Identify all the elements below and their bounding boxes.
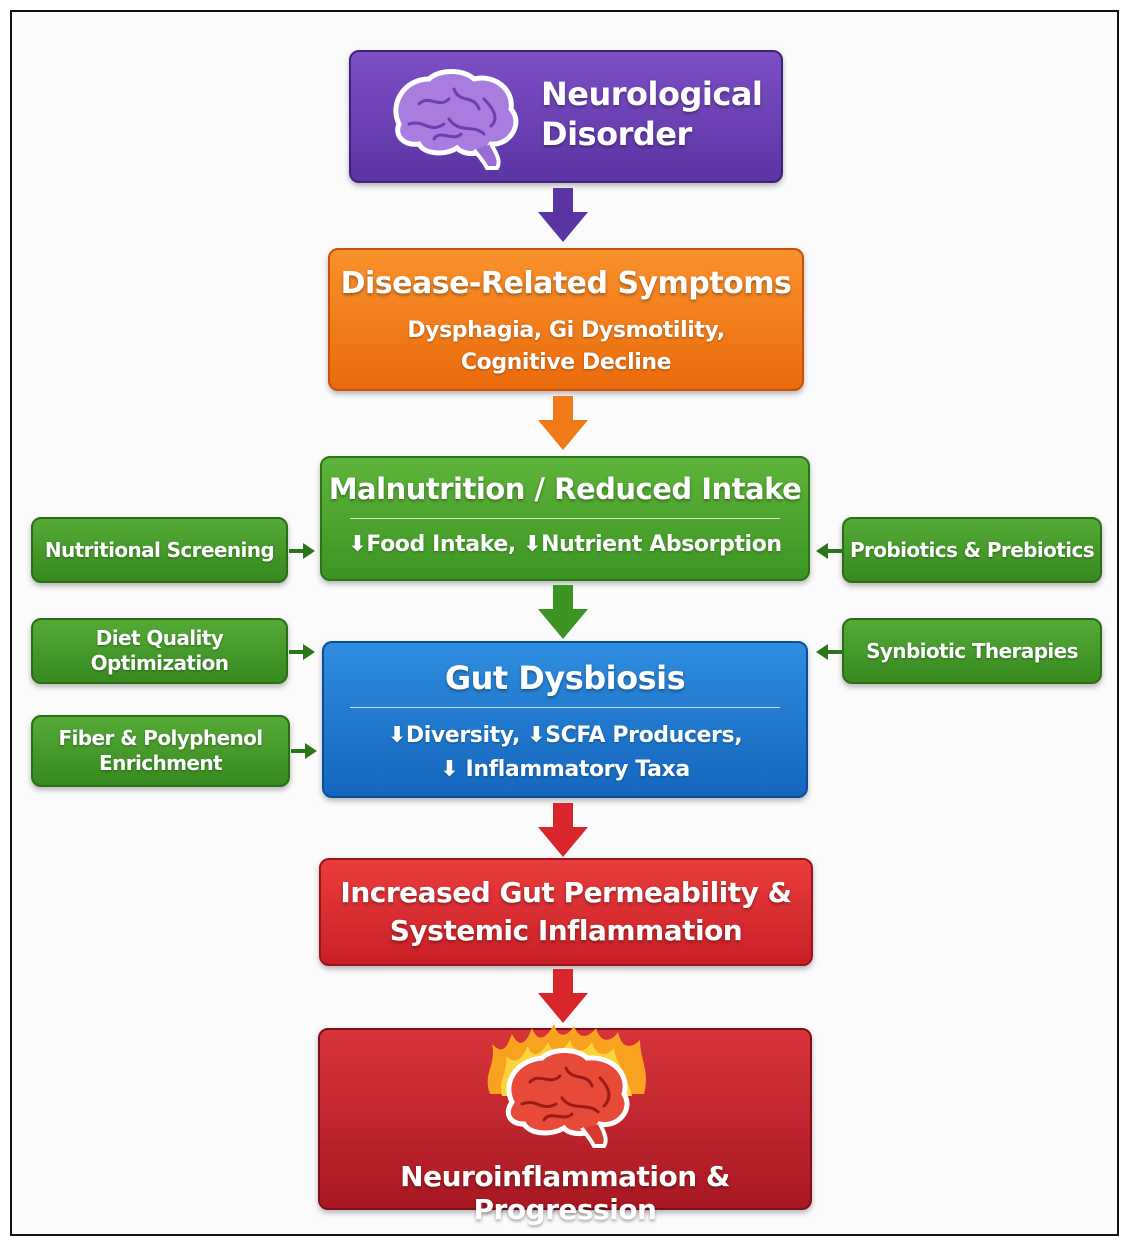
symptoms-detail-line2: Cognitive Decline [460, 350, 672, 375]
permeability-title-line2: Systemic Inflammation [389, 914, 743, 947]
intervention-label: Probiotics & Prebiotics [849, 537, 1095, 562]
arrow-down-5 [538, 969, 588, 1023]
node-disease-symptoms: Disease-Related Symptoms Dysphagia, Gi D… [328, 248, 804, 391]
intervention-label: Diet Quality Optimization [90, 626, 229, 675]
neurological-title-line2: Disorder [541, 115, 692, 153]
permeability-title-line1: Increased Gut Permeability & [340, 876, 792, 909]
node-gut-dysbiosis: Gut Dysbiosis ⬇Diversity, ⬇SCFA Producer… [322, 641, 808, 798]
arrow-right-3 [291, 743, 317, 759]
arrow-down-2 [538, 396, 588, 450]
dysbiosis-detail-line2: ⬇ Inflammatory Taxa [440, 757, 690, 782]
node-neuroinflammation: Neuroinflammation & Progression [318, 1024, 812, 1226]
intervention-synbiotic-therapies: Synbiotic Therapies [842, 618, 1102, 684]
arrow-down-1 [538, 188, 588, 242]
neurological-title-line1: Neurological [541, 75, 763, 113]
dysbiosis-title: Gut Dysbiosis [444, 659, 686, 697]
dysbiosis-divider [350, 707, 780, 708]
symptoms-detail-line1: Dysphagia, Gi Dysmotility, [407, 318, 725, 343]
intervention-label: Nutritional Screening [44, 537, 275, 562]
arrow-right-1 [289, 543, 315, 559]
intervention-nutritional-screening: Nutritional Screening [31, 517, 288, 583]
intervention-fiber-polyphenol: Fiber & Polyphenol Enrichment [31, 715, 290, 787]
intervention-label-line2: Enrichment [99, 751, 223, 775]
arrow-down-4 [538, 803, 588, 857]
dysbiosis-detail-line1: ⬇Diversity, ⬇SCFA Producers, [387, 723, 743, 748]
node-neurological-disorder: Neurological Disorder [349, 50, 783, 183]
arrow-down-3 [538, 585, 588, 639]
intervention-label: Synbiotic Therapies [866, 638, 1078, 663]
node-gut-permeability: Increased Gut Permeability & Systemic In… [319, 858, 813, 966]
brain-icon [393, 69, 519, 170]
symptoms-title: Disease-Related Symptoms [340, 266, 792, 301]
neuroinflammation-title: Neuroinflammation & Progression [400, 1160, 730, 1226]
arrow-right-2 [289, 644, 315, 660]
brain-flames-icon [487, 1024, 646, 1148]
arrow-left-1 [816, 543, 842, 559]
arrow-left-2 [816, 644, 842, 660]
intervention-diet-quality: Diet Quality Optimization [31, 618, 288, 684]
malnutrition-detail: ⬇Food Intake, ⬇Nutrient Absorption [348, 532, 782, 557]
malnutrition-title: Malnutrition / Reduced Intake [328, 472, 802, 506]
malnutrition-divider [350, 518, 780, 519]
node-malnutrition: Malnutrition / Reduced Intake ⬇Food Inta… [320, 456, 810, 581]
intervention-probiotics-prebiotics: Probiotics & Prebiotics [842, 517, 1102, 583]
intervention-label-line1: Fiber & Polyphenol [58, 726, 263, 750]
